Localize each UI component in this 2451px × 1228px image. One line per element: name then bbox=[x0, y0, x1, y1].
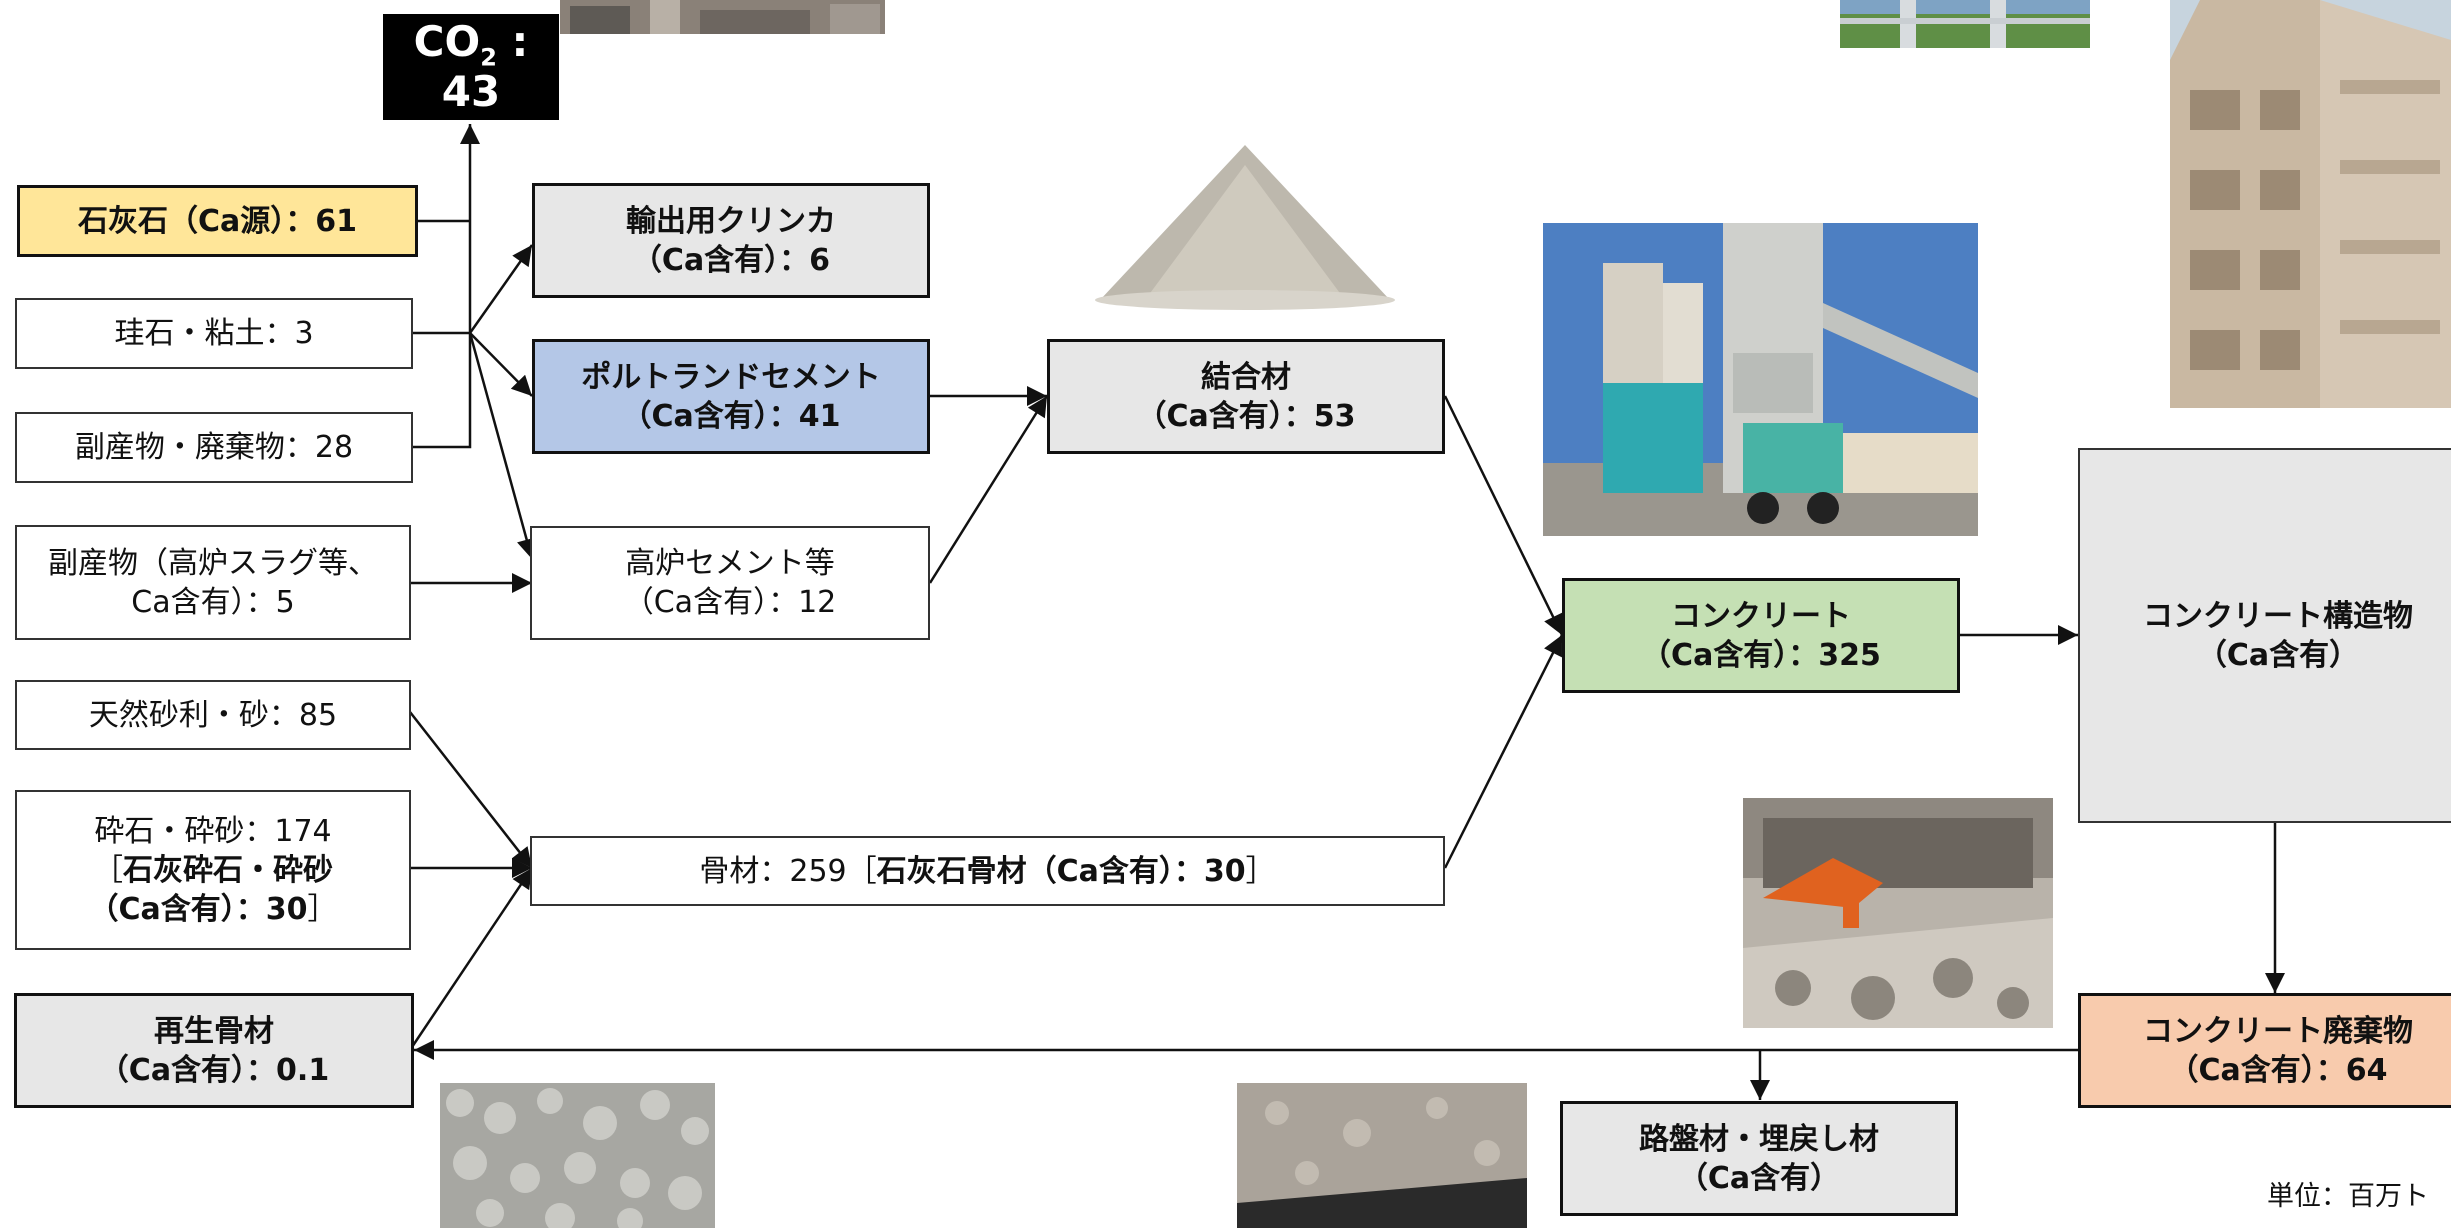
crushed-stone-box: 砕石・砕砂：174 ［石灰砕石・砕砂 （Ca含有）：30］ bbox=[15, 790, 411, 950]
roadbed-material-photo bbox=[1237, 1083, 1527, 1228]
concrete-box: コンクリート （Ca含有）：325 bbox=[1562, 578, 1960, 693]
silica-clay-box: 珪石・粘土：3 bbox=[15, 298, 413, 369]
blast-furnace-cement-box: 高炉セメント等 （Ca含有）：12 bbox=[530, 526, 930, 640]
concrete-plant-photo bbox=[1543, 223, 1978, 536]
recycled-aggregate-box: 再生骨材 （Ca含有）：0.1 bbox=[14, 993, 414, 1108]
portland-cement-box: ポルトランドセメント （Ca含有）：41 bbox=[532, 339, 930, 454]
demolition-photo bbox=[1743, 798, 2053, 1028]
aggregate-box: 骨材：259［石灰石骨材（Ca含有）：30］ bbox=[530, 836, 1445, 906]
concrete-waste-box: コンクリート廃棄物 （Ca含有）：64 bbox=[2078, 993, 2451, 1108]
natural-gravel-box: 天然砂利・砂：85 bbox=[15, 680, 411, 750]
roadbed-backfill-box: 路盤材・埋戻し材 （Ca含有） bbox=[1560, 1101, 1958, 1216]
co2-value: 43 bbox=[441, 67, 501, 117]
export-clinker-box: 輸出用クリンカ （Ca含有）：6 bbox=[532, 183, 930, 298]
limestone-box: 石灰石（Ca源）：61 bbox=[17, 185, 418, 257]
cement-plant-photo bbox=[560, 0, 885, 34]
co2-emission-box: CO2 : 43 bbox=[383, 14, 559, 120]
co2-label: CO2 : bbox=[413, 16, 529, 72]
concrete-structure-box: コンクリート構造物 （Ca含有） bbox=[2078, 448, 2451, 823]
recycled-gravel-photo bbox=[440, 1083, 715, 1228]
byproducts-slag-box: 副産物（高炉スラグ等、 Ca含有）：5 bbox=[15, 525, 411, 640]
binder-box: 結合材 （Ca含有）：53 bbox=[1047, 339, 1445, 454]
bridge-photo bbox=[1840, 0, 2090, 48]
apartment-building-photo bbox=[2170, 0, 2451, 408]
byproducts-waste-box: 副産物・廃棄物：28 bbox=[15, 412, 413, 483]
unit-label: 単位：百万ト bbox=[2267, 1181, 2429, 1212]
cement-powder-photo bbox=[1085, 135, 1405, 310]
